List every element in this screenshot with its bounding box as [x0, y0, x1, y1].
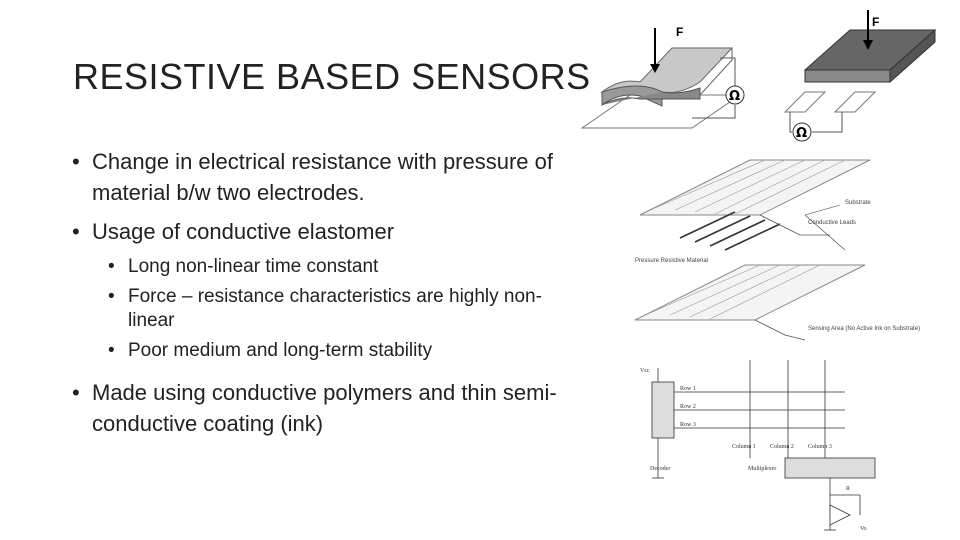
label-col2: Column 2	[770, 444, 794, 450]
ohm-symbol-right: Ω	[796, 126, 807, 141]
label-row2: Row 2	[680, 404, 696, 410]
force-label-left: F	[676, 25, 683, 39]
label-sensing-area: Sensing Area (No Active Ink on Substrate…	[808, 326, 920, 332]
slide-title: RESISTIVE BASED SENSORS	[73, 56, 591, 97]
label-vcc: Vcc	[640, 368, 650, 374]
readout-circuit-labels: Vcc Row 1 Row 2 Row 3 Column 1 Column 2 …	[640, 368, 867, 532]
label-rf: R	[846, 486, 850, 492]
label-row3: Row 3	[680, 422, 696, 428]
sub-bullet-list: Long non-linear time constant Force – re…	[72, 255, 572, 363]
label-conductive-leads: Conductive Leads	[808, 220, 856, 226]
force-label-right: F	[872, 15, 879, 29]
sub-bullet-item: Long non-linear time constant	[108, 255, 572, 279]
readout-circuit-diagram	[651, 360, 876, 531]
bullet-item: Made using conductive polymers and thin …	[72, 377, 572, 439]
ohm-symbol-left: Ω	[729, 89, 740, 104]
label-pressure-resistive: Pressure Resistive Material	[635, 258, 708, 264]
fsr-sandwich-illustration: F Ω	[580, 25, 745, 129]
label-col3: Column 3	[808, 444, 832, 450]
label-vout: Vo	[860, 526, 867, 532]
sub-bullet-item: Poor medium and long-term stability	[108, 339, 572, 363]
sensor-figure: F Ω F Ω	[580, 10, 937, 532]
label-row1: Row 1	[680, 386, 696, 392]
label-decoder: Decoder	[650, 466, 670, 472]
bullet-list: Change in electrical resistance with pre…	[72, 146, 572, 447]
bullet-item: Usage of conductive elastomer	[72, 216, 572, 247]
bullet-item: Change in electrical resistance with pre…	[72, 146, 572, 208]
label-col1: Column 1	[732, 444, 756, 450]
sub-bullet-item: Force – resistance characteristics are h…	[108, 285, 572, 333]
matrix-sensor-illustration: Conductive Leads Substrate Pressure Resi…	[634, 159, 920, 341]
fsr-strip-illustration: F Ω	[783, 10, 937, 142]
label-multiplexer: Multiplexer	[748, 466, 776, 472]
label-substrate: Substrate	[845, 200, 871, 206]
